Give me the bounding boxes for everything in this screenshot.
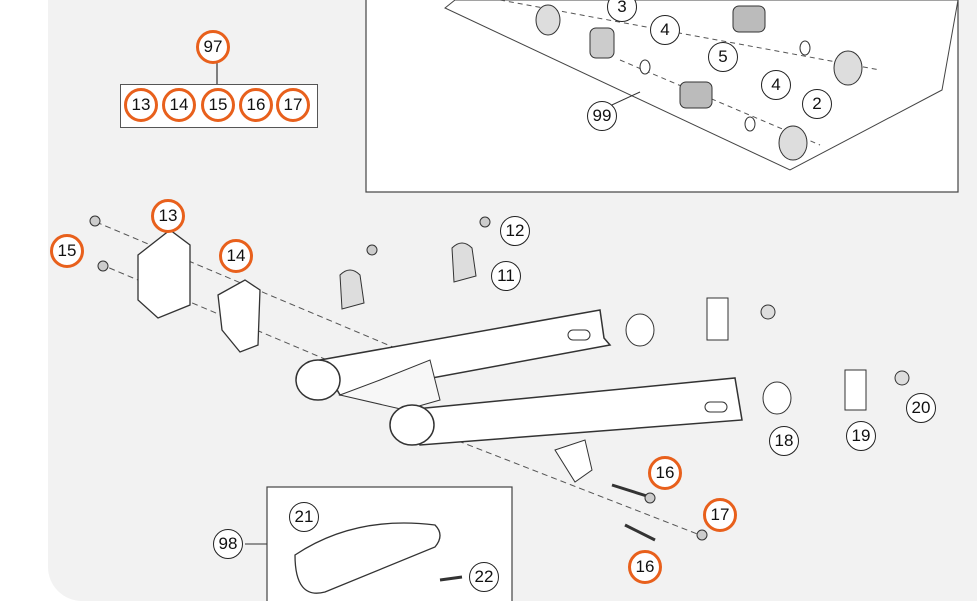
callout-21[interactable]: 21: [289, 502, 319, 532]
callout-14-kit[interactable]: 14: [162, 88, 196, 122]
callout-11[interactable]: 11: [491, 261, 521, 291]
callout-15-kit[interactable]: 15: [201, 88, 235, 122]
bolt-16-lower: [624, 523, 656, 542]
chain-guide-21: [294, 522, 441, 594]
callout-4-upper[interactable]: 4: [650, 15, 680, 45]
callout-20[interactable]: 20: [906, 393, 936, 423]
callout-97[interactable]: 97: [196, 30, 230, 64]
axle-slot-lower: [704, 401, 728, 413]
axis-line-bolts: [429, 429, 701, 536]
screw-left: [366, 244, 378, 256]
nut-left-2: [97, 260, 109, 272]
clamp-left: [339, 269, 365, 310]
callout-98[interactable]: 98: [213, 529, 243, 559]
callout-16-lower[interactable]: 16: [628, 550, 662, 584]
plate-14: [217, 279, 261, 353]
chain-adjuster-19: [844, 369, 867, 411]
clamp-11: [451, 242, 477, 283]
bearing-axis-line-1: [499, 0, 881, 71]
swingarm-pivot-upper: [295, 359, 341, 401]
swingarm-crossbrace: [338, 359, 441, 411]
callout-18[interactable]: 18: [769, 426, 799, 456]
nut-upper: [760, 304, 776, 320]
callout-16-kit[interactable]: 16: [239, 88, 273, 122]
nut-20: [894, 370, 910, 386]
callout-22[interactable]: 22: [469, 562, 499, 592]
callout-19[interactable]: 19: [846, 421, 876, 451]
bearing-ring-1: [535, 4, 561, 36]
swingarm-lower-arm: [403, 377, 743, 446]
nut-17: [696, 529, 708, 541]
bolt-16-upper-nut: [644, 492, 656, 504]
bushing-3: [679, 81, 713, 109]
washer-3: [744, 116, 756, 132]
spacer-upper: [625, 313, 655, 347]
screw-22: [439, 575, 463, 582]
chain-adjuster-upper: [706, 297, 729, 341]
bolt-16-upper: [611, 483, 651, 499]
callout-17[interactable]: 17: [703, 498, 737, 532]
axle-slot-upper: [567, 329, 591, 341]
bearing-ring-3: [778, 125, 808, 161]
callout-13-kit[interactable]: 13: [124, 88, 158, 122]
bushing-1: [589, 27, 615, 59]
callout-99[interactable]: 99: [587, 101, 617, 131]
callout-4-lower[interactable]: 4: [761, 70, 791, 100]
nut-left-1: [89, 215, 101, 227]
callout-2[interactable]: 2: [802, 89, 832, 119]
bearing-ring-2: [833, 50, 863, 86]
screw-12: [479, 216, 491, 228]
bushing-2: [732, 5, 766, 33]
brake-tab: [554, 439, 593, 483]
callout-17-kit[interactable]: 17: [276, 88, 310, 122]
swingarm-upper-arm: [318, 309, 612, 396]
callout-13[interactable]: 13: [151, 199, 185, 233]
spacer-18: [762, 381, 792, 415]
washer-2: [639, 59, 651, 75]
swingarm-pivot-lower: [389, 404, 435, 446]
callout-14[interactable]: 14: [219, 239, 253, 273]
callout-16-upper[interactable]: 16: [648, 456, 682, 490]
callout-5[interactable]: 5: [708, 42, 738, 72]
washer-1: [799, 40, 811, 56]
callout-15[interactable]: 15: [50, 234, 84, 268]
callout-12[interactable]: 12: [500, 216, 530, 246]
